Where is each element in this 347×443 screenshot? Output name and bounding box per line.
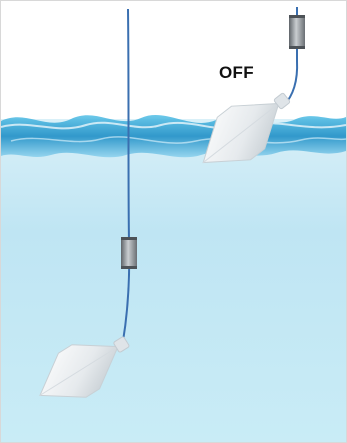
cable-weight-icon <box>121 237 137 269</box>
cable-weight-icon <box>289 15 305 49</box>
float-state-label: OFF <box>219 63 254 83</box>
